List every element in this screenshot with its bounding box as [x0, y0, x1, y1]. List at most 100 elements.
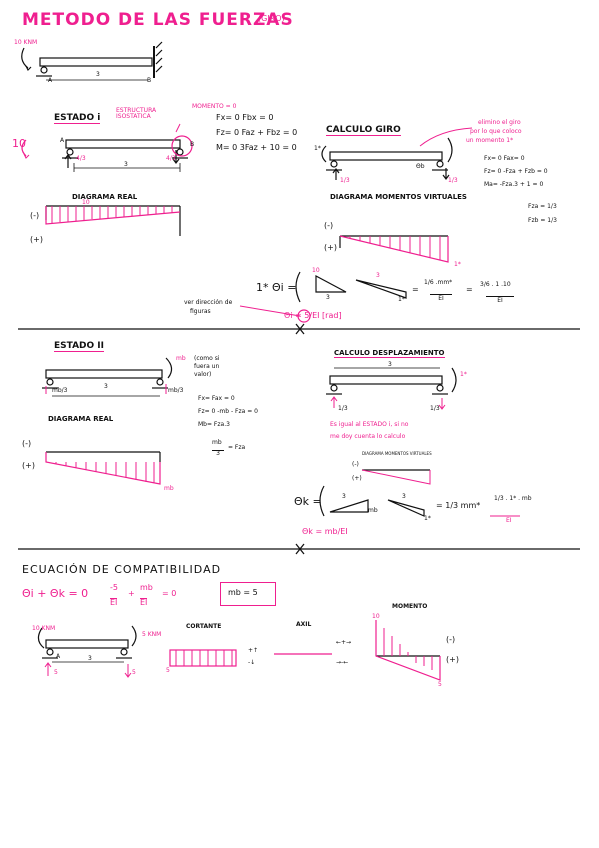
cortante-val: 5 — [166, 667, 170, 674]
shear-diagram — [169, 649, 237, 667]
giro-rb: 1/3 — [448, 177, 458, 184]
desp-mini-label: DIAGRAMA MOMENTOS VIRTUALES — [362, 451, 432, 456]
giro-theta-b: Θb — [416, 163, 425, 170]
desp-mid: = 1/3 mm* — [436, 501, 481, 510]
estado-ii-eq1: Fx= Fax = 0 — [198, 395, 235, 402]
giro-sign2: (+) — [324, 243, 337, 252]
giro-frac2-bot: EI — [486, 296, 514, 304]
calculo-giro-label: CALCULO GIRO — [326, 125, 401, 136]
estado-ii-note3: valor) — [194, 371, 212, 378]
estado-ii-rb: mb/3 — [168, 387, 184, 394]
real-diagram-ii — [45, 452, 161, 485]
desp-formula-left: Θk = — [294, 495, 322, 508]
giro-note-2: por lo que coloco — [470, 128, 522, 135]
giro-note-1: elimino el giro — [478, 119, 521, 126]
virtual-diagram-giro — [339, 235, 449, 263]
compat-label: ECUACIÓN DE COMPATIBILIDAD — [22, 563, 222, 576]
compat-eq2c: mb — [140, 583, 153, 592]
giro-result: Θi = 5/EI [rad] — [284, 311, 342, 320]
desp-note-1: Es igual al ESTADO i, si no — [330, 421, 409, 428]
estado-ii-result-top: mb — [212, 439, 222, 446]
estado-i-ra: 4/3 — [76, 155, 86, 162]
side-note-1: ver dirección de — [184, 299, 233, 306]
beam-desp — [329, 375, 443, 385]
desp-t1-bot: mb — [368, 507, 378, 514]
moment-diagram — [375, 620, 441, 681]
giro-frac2-top: 3/6 . 1 .10 — [480, 281, 511, 288]
final-ra: 5 — [54, 669, 58, 676]
estado-i-load: 10 — [12, 137, 26, 150]
axil-sign1: ←+→ — [336, 639, 352, 646]
estado-ii-span: 3 — [104, 383, 108, 390]
estado-ii-label: ESTADO II — [54, 341, 104, 352]
desp-t1-top: 3 — [342, 493, 346, 500]
estado-ii-sign2: (+) — [22, 461, 35, 470]
giro-frac1-bot: EI — [430, 294, 452, 302]
estado-i-eq3: M= 0 3Faz + 10 = 0 — [216, 143, 297, 152]
giro-ra: 1/3 — [340, 177, 350, 184]
cortante-neg: -↓ — [248, 659, 256, 666]
top-load-label: 10 KNM — [14, 39, 38, 46]
estado-i-sign2: (+) — [30, 235, 43, 244]
desp-span: 3 — [388, 361, 392, 368]
desp-sign2: (+) — [352, 475, 362, 482]
axil-label: AXIL — [296, 621, 312, 628]
beam-estado-ii — [45, 369, 163, 379]
beam-estado-i — [65, 139, 181, 149]
real-diagram-i — [45, 206, 181, 225]
estado-ii-mb: mb — [176, 355, 186, 362]
momento-bot: 5 — [438, 681, 442, 688]
estado-ii-eq2: Fz= 0 -mb - Fza = 0 — [198, 408, 258, 415]
compat-eq2b: EI — [110, 598, 118, 607]
final-load-left: 10 KNM — [32, 625, 56, 632]
giro-eq1: Fx= 0 Fax= 0 — [484, 155, 525, 162]
compat-result-box — [220, 582, 276, 606]
beam-final — [45, 639, 129, 649]
giro-r1: Fza = 1/3 — [528, 203, 557, 210]
giro-val: 1* — [454, 261, 461, 268]
estado-ii-note2: fuera un — [194, 363, 220, 370]
desp-t2-bot: 1* — [424, 515, 431, 522]
cortante-pos: +↑ — [248, 647, 259, 654]
final-rb: 5 — [132, 669, 136, 676]
desp-right-top: 1/3 . 1* . mb — [494, 495, 532, 502]
desp-result: Θk = mb/EI — [302, 527, 348, 536]
giro-sign1: (-) — [324, 221, 334, 230]
giro-t1-bot: 3 — [326, 294, 330, 301]
giro-formula-left: 1* Θi = — [256, 281, 297, 294]
estado-i-val: 10 — [82, 199, 90, 206]
compat-eq2a: -5 — [110, 583, 118, 592]
desp-sign1: (-) — [352, 461, 359, 468]
estado-i-eq1: Fx= 0 Fbx = 0 — [216, 113, 274, 122]
side-note-2: figuras — [190, 308, 211, 315]
top-a-label: A — [48, 77, 53, 84]
axil-sign2: →-← — [336, 659, 349, 666]
estado-i-eq2: Fz= 0 Faz + Fbz = 0 — [216, 128, 298, 137]
estado-i-note: ESTRUCTURA ISOSTATICA — [116, 107, 157, 120]
giro-t2-bot: 1* — [398, 296, 405, 303]
giro-t1-top: 10 — [312, 267, 320, 274]
momento-top: 10 — [372, 613, 380, 620]
giro-eq3: Ma= -Fza.3 + 1 = 0 — [484, 181, 544, 188]
beam-giro — [329, 151, 443, 161]
compat-eq: Θi + Θk = 0 — [22, 587, 89, 600]
estado-i-rb: 4/3 — [166, 155, 176, 162]
giro-diagram-label: DIAGRAMA MOMENTOS VIRTUALES — [330, 193, 467, 201]
compat-result: mb = 5 — [228, 588, 258, 597]
estado-ii-sign1: (-) — [22, 439, 32, 448]
momento-sign1: (-) — [446, 635, 456, 644]
beam-top — [39, 57, 153, 67]
estado-ii-ra: mb/3 — [52, 387, 68, 394]
final-load-right: 5 KNM — [142, 631, 162, 638]
page-title: METODO DE LAS FUERZAS — [22, 10, 294, 30]
momento-label: MOMENTO — [392, 603, 428, 610]
estado-i-diagram-label: DIAGRAMA REAL — [72, 193, 138, 201]
final-a: A — [56, 653, 61, 660]
desp-ra: 1/3 — [338, 405, 348, 412]
cortante-label: CORTANTE — [186, 623, 222, 630]
top-span-label: 3 — [96, 71, 100, 78]
calculo-desp-label: CALCULO DESPLAZAMIENTO — [334, 349, 445, 358]
desp-right-bot: EI — [506, 517, 512, 524]
top-b-label: B — [147, 77, 152, 84]
